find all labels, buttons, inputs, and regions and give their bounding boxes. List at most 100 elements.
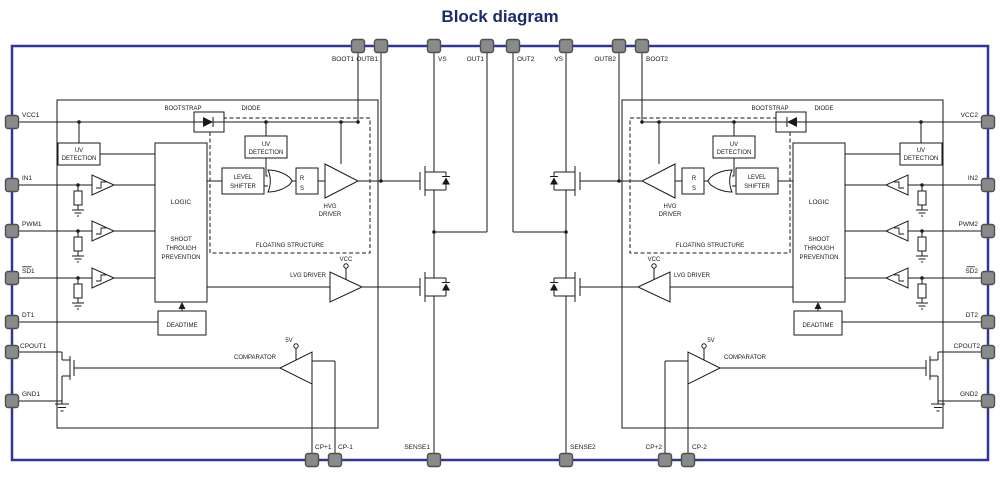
label-outb1: OUTB1	[356, 56, 378, 63]
ch2-5v-label: 5V	[707, 338, 714, 344]
junction-dot	[77, 120, 81, 124]
junction-dot	[379, 179, 383, 183]
pin-dt2	[980, 314, 996, 330]
ch2-deadtime-label: DEADTIME	[802, 323, 833, 329]
pin-boot1	[350, 38, 366, 54]
ch2-bootstrap-label: BOOTSTRAP	[751, 106, 788, 112]
or-gate	[267, 169, 293, 193]
label-pwm1: PWM1	[22, 221, 42, 228]
ch1-latch-s-label: S	[300, 186, 304, 192]
ch1-comparator-label: COMPARATOR	[234, 355, 277, 361]
pin-cp-minus2	[680, 452, 696, 468]
ch1-level-shifter-label: SHIFTER	[230, 184, 256, 190]
label-cpout1: CPOUT1	[20, 343, 47, 350]
label-sense1: SENSE1	[404, 444, 430, 451]
junction-dot	[76, 229, 80, 233]
diagram-title: Block diagram	[441, 7, 558, 26]
label-cp-minus1: CP-1	[338, 444, 353, 451]
pin-dt1	[4, 314, 20, 330]
pulldown-resistors	[73, 190, 83, 299]
input-buffer-sd	[91, 267, 116, 289]
label-pwm2: PWM2	[959, 221, 979, 228]
ch2-shoot-label: THROUGH	[804, 246, 834, 252]
channel2-graphics	[512, 52, 983, 454]
ch2-uv-floating-label: DETECTION	[717, 150, 752, 156]
comparator-triangle	[278, 351, 313, 385]
5v-terminal	[293, 343, 299, 349]
input-buffer-in	[91, 174, 116, 196]
label-vcc1: VCC1	[22, 112, 40, 119]
ch2-shoot-label: SHOOT	[808, 237, 830, 243]
pin-labels: BOOT1 OUTB1 VS OUT1 OUT2 VS OUTB2 BOOT2 …	[20, 56, 980, 451]
label-sense2: SENSE2	[570, 444, 596, 451]
junction-dot	[432, 230, 436, 234]
ch1-diode-label: DIODE	[241, 106, 260, 112]
pin-gnd2	[980, 393, 996, 409]
ch2-diode-label: DIODE	[814, 106, 833, 112]
label-in2: IN2	[968, 175, 979, 182]
pin-cp-minus1	[327, 452, 343, 468]
label-cp-plus1: CP+1	[315, 444, 332, 451]
ch1-shoot-label: SHOOT	[170, 237, 192, 243]
junction-dot	[264, 120, 268, 124]
ch2-shoot-label: PREVENTION	[799, 255, 838, 261]
label-vs1: VS	[438, 56, 447, 63]
channel1-labels: BOOTSTRAP DIODE UV DETECTION LOGIC SHOOT…	[62, 106, 353, 361]
gates-and-drivers	[91, 163, 364, 385]
ch2-lvg-label: LVG DRIVER	[674, 273, 711, 279]
label-vs2: VS	[554, 56, 563, 63]
ch2-floating-structure-label: FLOATING STRUCTURE	[676, 243, 744, 249]
wires	[18, 52, 488, 454]
ch1-deadtime-label: DEADTIME	[166, 323, 197, 329]
label-cpout2: CPOUT2	[954, 343, 981, 350]
ch1-floating-structure-label: FLOATING STRUCTURE	[256, 243, 324, 249]
pin-outb2	[611, 38, 627, 54]
package-pins	[4, 38, 996, 468]
junction-dot	[356, 120, 360, 124]
resistor	[73, 236, 83, 252]
pin-vs2	[558, 38, 574, 54]
bootstrap-diode-icon	[203, 117, 213, 127]
channel1-graphics	[18, 52, 488, 454]
ch1-uv-floating-label: UV	[262, 142, 270, 148]
vcc-terminal	[343, 263, 349, 269]
lvg-driver-triangle	[329, 271, 364, 303]
label-dt2: DT2	[966, 312, 979, 319]
hvg-driver-triangle	[324, 163, 360, 199]
ch1-vcc-label: VCC	[340, 257, 353, 263]
ch1-latch-r-label: R	[300, 176, 305, 182]
pin-vs1	[426, 38, 442, 54]
ch2-level-shifter-label: LEVEL	[748, 175, 767, 181]
body-diode-icon	[442, 177, 450, 185]
ch1-level-shifter-label: LEVEL	[234, 175, 253, 181]
pin-cp-plus2	[657, 452, 673, 468]
hysteresis-icon	[96, 181, 106, 282]
resistor	[73, 283, 83, 299]
floating-structure-box	[209, 117, 371, 254]
ch1-shoot-label: THROUGH	[166, 246, 196, 252]
pin-cpout2	[980, 344, 996, 360]
pin-boot2	[634, 38, 650, 54]
logic-box	[154, 142, 208, 303]
channel-frame	[56, 99, 379, 429]
pin-out1	[479, 38, 495, 54]
function-blocks	[57, 111, 319, 336]
ch1-shoot-label: PREVENTION	[161, 255, 200, 261]
ch1-logic-label: LOGIC	[171, 199, 192, 206]
pin-in2	[980, 177, 996, 193]
label-cp-plus2: CP+2	[646, 444, 663, 451]
label-out1: OUT1	[467, 56, 485, 63]
label-dt1: DT1	[22, 312, 35, 319]
deadtime-arrow-icon	[178, 302, 186, 309]
ch1-lvg-label: LVG DRIVER	[290, 273, 327, 279]
ch1-hvg-label: DRIVER	[319, 212, 342, 218]
label-boot2: BOOT2	[646, 56, 668, 63]
ch2-vcc-label: VCC	[648, 257, 661, 263]
label-outb2: OUTB2	[594, 56, 616, 63]
ch1-5v-label: 5V	[285, 338, 292, 344]
resistor	[73, 190, 83, 206]
ch2-latch-r-label: R	[692, 176, 697, 182]
ch2-level-shifter-label: SHIFTER	[744, 184, 770, 190]
ch1-uv-supply-label: DETECTION	[62, 156, 97, 162]
